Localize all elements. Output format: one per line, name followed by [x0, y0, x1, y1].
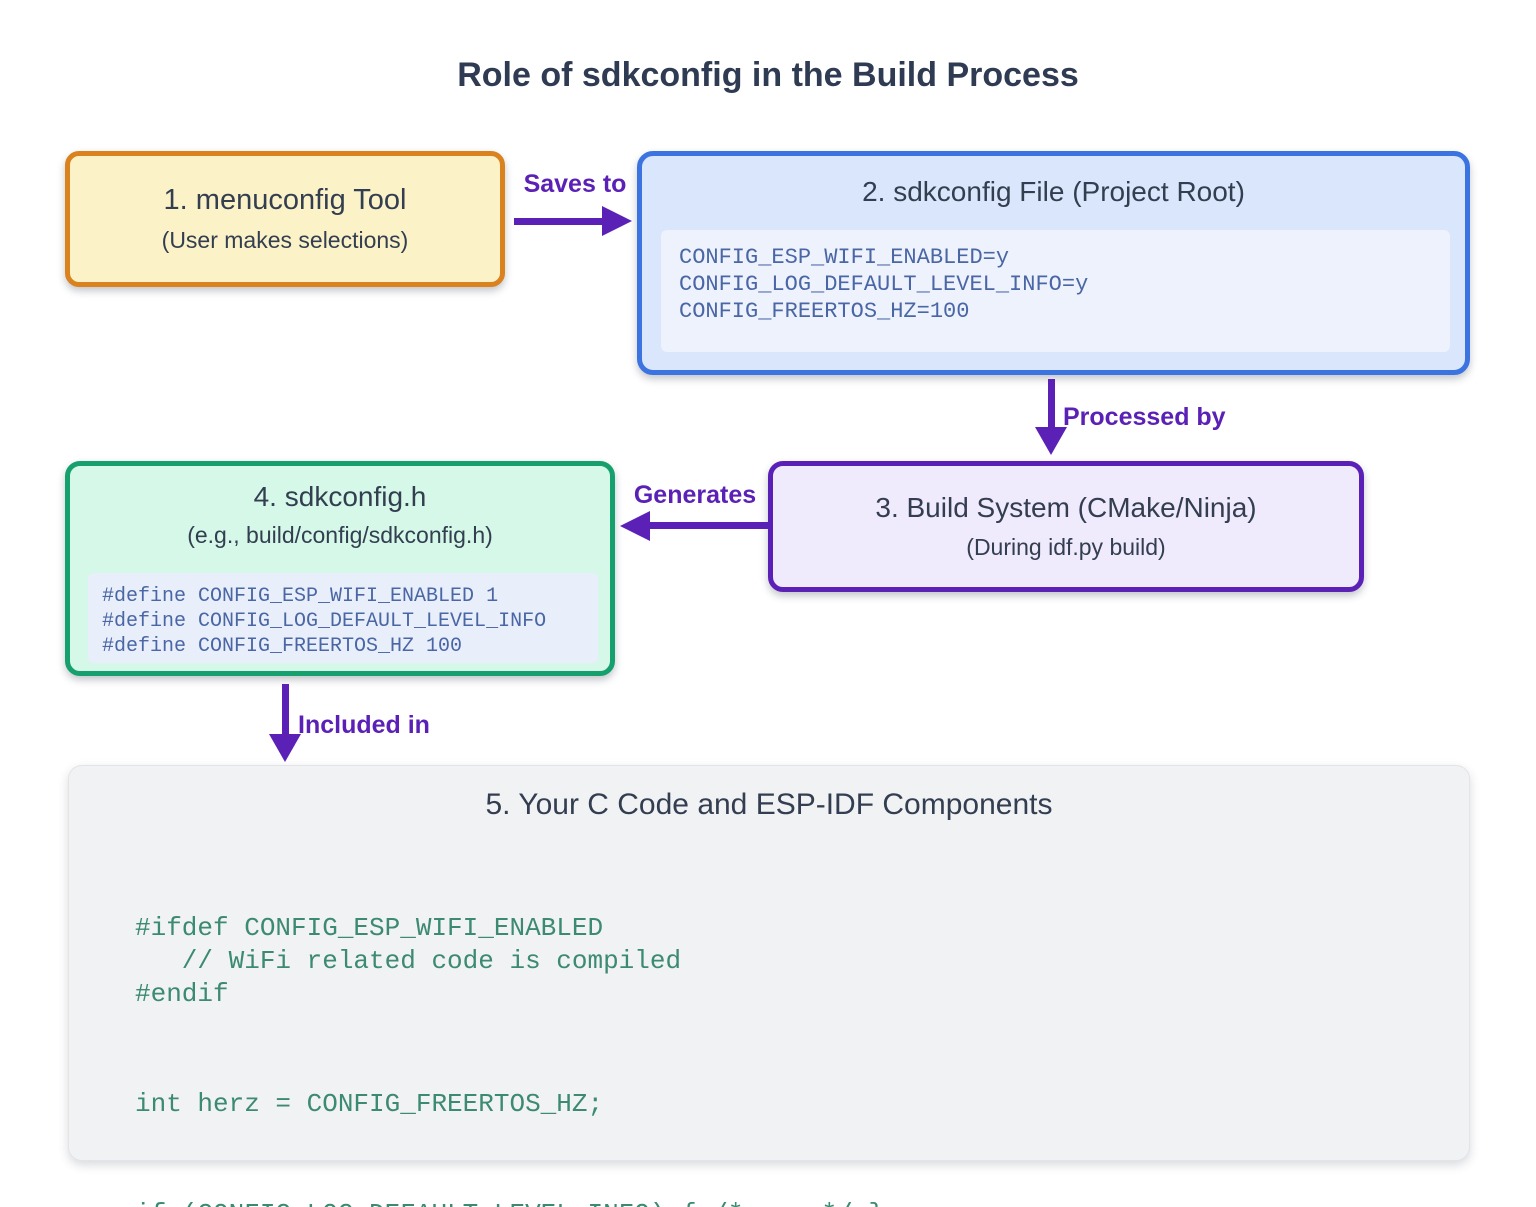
node-menuconfig-tool: 1. menuconfig Tool (User makes selection… [65, 151, 505, 287]
node-menuconfig-title: 1. menuconfig Tool [163, 184, 407, 216]
sdkconfig-file-code-block: CONFIG_ESP_WIFI_ENABLED=y CONFIG_LOG_DEF… [661, 230, 1450, 352]
node-your-c-code: 5. Your C Code and ESP-IDF Components #i… [68, 765, 1470, 1207]
edge-label-generates: Generates [633, 481, 757, 509]
node-sdkconfig-h: 4. sdkconfig.h (e.g., build/config/sdkco… [65, 461, 615, 676]
arrow-down-icon [269, 734, 301, 762]
node-build-system-title: 3. Build System (CMake/Ninja) [875, 492, 1257, 523]
diagram-title: Role of sdkconfig in the Build Process [457, 56, 1079, 94]
edge-label-processed-by: Processed by [1063, 403, 1226, 431]
sdkconfig-h-code-block: #define CONFIG_ESP_WIFI_ENABLED 1 #defin… [88, 573, 598, 663]
node-menuconfig-subtitle: (User makes selections) [161, 227, 409, 253]
edge-line-saves-to [514, 218, 606, 225]
node-sdkconfig-file: 2. sdkconfig File (Project Root) CONFIG_… [637, 151, 1470, 375]
edge-label-included-in: Included in [298, 711, 430, 739]
node-your-c-code-title: 5. Your C Code and ESP-IDF Components [485, 788, 1053, 821]
edge-label-saves-to: Saves to [523, 170, 627, 198]
node-sdkconfig-file-title: 2. sdkconfig File (Project Root) [862, 176, 1245, 207]
arrow-down-icon [1035, 427, 1067, 455]
node-sdkconfig-h-subtitle: (e.g., build/config/sdkconfig.h) [187, 522, 493, 548]
c-code-if-line: if (CONFIG_LOG_DEFAULT_LEVEL_INFO) { /* … [135, 1198, 1429, 1207]
c-code-snippet: #ifdef CONFIG_ESP_WIFI_ENABLED // WiFi r… [135, 846, 1429, 1207]
c-code-ifdef-block: #ifdef CONFIG_ESP_WIFI_ENABLED // WiFi r… [135, 913, 682, 1009]
arrow-left-icon [620, 511, 650, 541]
node-build-system: 3. Build System (CMake/Ninja) (During id… [768, 461, 1364, 592]
arrow-right-icon [602, 206, 632, 236]
edge-line-included-in [282, 684, 289, 736]
edge-line-processed-by [1048, 379, 1055, 429]
edge-line-generates [648, 522, 769, 529]
node-sdkconfig-h-title: 4. sdkconfig.h [253, 481, 427, 512]
node-build-system-subtitle: (During idf.py build) [966, 534, 1166, 560]
c-code-int-line: int herz = CONFIG_FREERTOS_HZ; [135, 1089, 604, 1119]
